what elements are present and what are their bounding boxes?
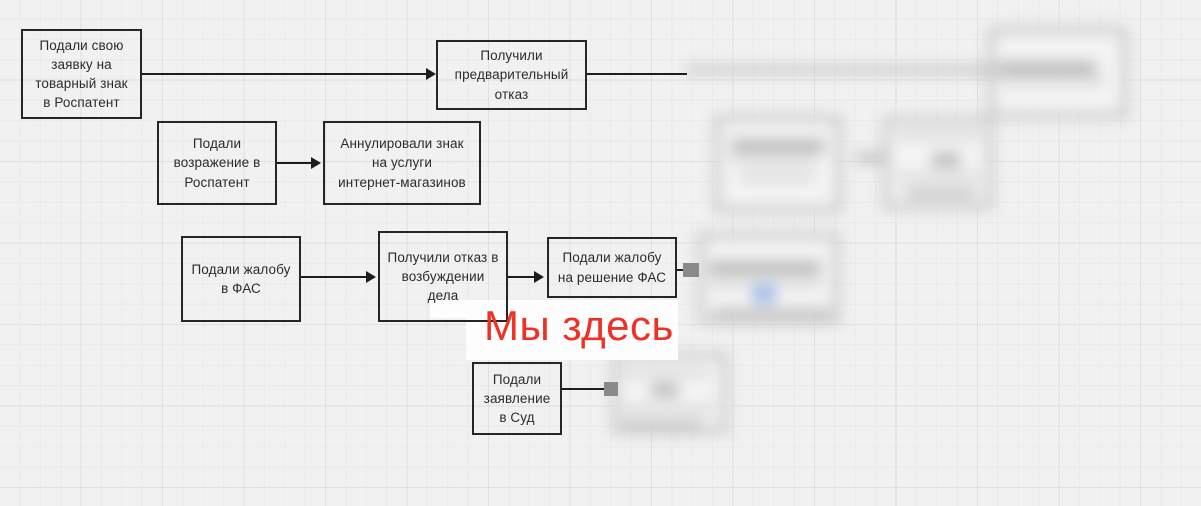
redacted-text-line bbox=[622, 420, 702, 430]
arrowhead bbox=[311, 157, 321, 169]
redacted-text-line bbox=[732, 140, 824, 152]
redacted-text-line bbox=[906, 188, 976, 198]
node-annulled-mark[interactable]: Аннулировали знак на услуги интернет-маг… bbox=[323, 121, 481, 205]
arrowhead bbox=[426, 68, 436, 80]
redacted-text-line bbox=[622, 404, 714, 414]
edge-stub bbox=[604, 382, 618, 396]
redacted-text-line bbox=[740, 172, 814, 182]
redacted-connector-mid bbox=[856, 152, 890, 164]
node-preliminary-refusal[interactable]: Получили предварительный отказ bbox=[436, 40, 587, 110]
redacted-text-line bbox=[622, 368, 710, 378]
annotation-you-are-here: Мы здесь bbox=[484, 302, 674, 349]
redacted-text-line bbox=[710, 278, 822, 288]
redacted-text-line bbox=[898, 172, 980, 182]
redacted-text-line bbox=[710, 262, 820, 274]
edge-court-to-redacted bbox=[562, 388, 610, 391]
node-application[interactable]: Подали свою заявку на товарный знак в Ро… bbox=[21, 29, 142, 119]
edge-fas-complaint-to-case-refusal bbox=[301, 276, 367, 279]
node-fas-complaint[interactable]: Подали жалобу в ФАС bbox=[181, 236, 301, 322]
redacted-connector-top bbox=[686, 66, 994, 74]
arrowhead bbox=[534, 271, 544, 283]
redacted-text-line bbox=[896, 130, 982, 140]
node-fas-decision-complaint[interactable]: Подали жалобу на решение ФАС bbox=[547, 237, 677, 298]
annotation-backdrop bbox=[466, 300, 678, 360]
redacted-text-line bbox=[1000, 76, 1104, 86]
redacted-accent bbox=[752, 285, 776, 303]
redacted-text-line bbox=[932, 154, 960, 166]
redacted-text-line bbox=[652, 384, 678, 396]
redacted-connector-stub bbox=[975, 64, 999, 76]
node-court-application[interactable]: Подали заявление в Суд bbox=[472, 362, 562, 435]
annotation-backdrop bbox=[430, 300, 470, 318]
redacted-text-line bbox=[1000, 62, 1096, 74]
edge-preliminary-refusal-to-redacted bbox=[587, 73, 687, 76]
redacted-text-line bbox=[732, 156, 818, 166]
edge-case-refusal-to-fas-decision-complaint bbox=[508, 276, 536, 279]
node-objection[interactable]: Подали возражение в Роспатент bbox=[157, 121, 277, 205]
arrowhead bbox=[366, 271, 376, 283]
edge-objection-to-annulled-mark bbox=[277, 162, 313, 165]
node-case-refusal[interactable]: Получили отказ в возбуждении дела bbox=[378, 231, 508, 322]
edge-application-to-preliminary-refusal bbox=[142, 73, 428, 76]
edge-stub bbox=[683, 263, 699, 277]
redacted-text-line bbox=[714, 308, 830, 318]
